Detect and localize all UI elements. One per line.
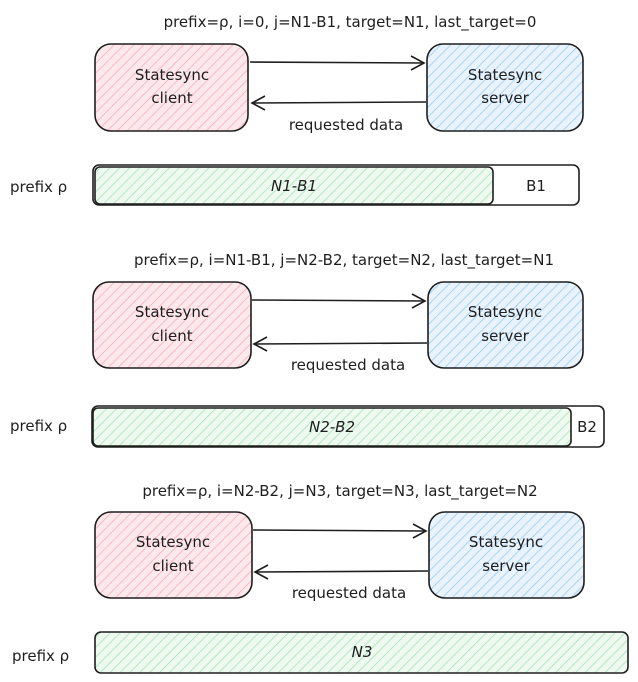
requested-data-label: requested data bbox=[289, 116, 403, 134]
request-arrow bbox=[251, 293, 427, 309]
stage-caption: prefix=ρ, i=0, j=N1-B1, target=N1, last_… bbox=[164, 13, 537, 32]
client-label-line1: Statesync bbox=[135, 66, 209, 84]
server-label-line2: server bbox=[481, 89, 529, 107]
server-label-line1: Statesync bbox=[468, 66, 542, 84]
statesync-client-box: Statesync client bbox=[92, 281, 252, 369]
stage-3: prefix=ρ, i=N2-B2, j=N3, target=N3, last… bbox=[12, 482, 629, 674]
server-label-line2: server bbox=[482, 557, 530, 575]
prefix-label: prefix ρ bbox=[12, 647, 69, 665]
server-label-line1: Statesync bbox=[469, 533, 543, 551]
stage-2: prefix=ρ, i=N1-B1, j=N2-B2, target=N2, l… bbox=[10, 251, 605, 448]
prefix-bar: N3 bbox=[94, 631, 629, 674]
prefix-bar: N1-B1 B1 bbox=[92, 164, 580, 206]
response-arrow bbox=[253, 564, 429, 580]
bar-remainder-label: B2 bbox=[577, 418, 597, 436]
stage-1: prefix=ρ, i=0, j=N1-B1, target=N1, last_… bbox=[10, 13, 584, 206]
requested-data-label: requested data bbox=[291, 356, 405, 374]
statesync-server-box: Statesync server bbox=[428, 511, 585, 599]
bar-segment-label: N2-B2 bbox=[309, 418, 355, 436]
stage-caption: prefix=ρ, i=N1-B1, j=N2-B2, target=N2, l… bbox=[134, 251, 554, 270]
stage-caption: prefix=ρ, i=N2-B2, j=N3, target=N3, last… bbox=[142, 482, 537, 501]
server-label-line1: Statesync bbox=[468, 303, 542, 321]
statesync-server-box: Statesync server bbox=[426, 43, 584, 132]
bar-segment-label: N1-B1 bbox=[271, 177, 317, 195]
response-arrow bbox=[250, 95, 427, 111]
statesync-server-box: Statesync server bbox=[427, 281, 584, 369]
bar-remainder-label: B1 bbox=[526, 177, 546, 195]
prefix-bar: N2-B2 B2 bbox=[91, 405, 605, 448]
statesync-client-box: Statesync client bbox=[94, 43, 249, 132]
statesync-client-box: Statesync client bbox=[94, 511, 253, 599]
response-arrow bbox=[252, 336, 428, 352]
requested-data-label: requested data bbox=[292, 584, 406, 602]
server-label-line2: server bbox=[481, 327, 529, 345]
client-label-line2: client bbox=[152, 557, 193, 575]
bar-segment-label: N3 bbox=[352, 643, 373, 661]
client-label-line2: client bbox=[151, 327, 192, 345]
request-arrow bbox=[252, 523, 428, 539]
request-arrow bbox=[249, 55, 426, 71]
client-label-line1: Statesync bbox=[136, 533, 210, 551]
prefix-label: prefix ρ bbox=[10, 178, 67, 196]
client-label-line1: Statesync bbox=[135, 303, 209, 321]
client-label-line2: client bbox=[151, 89, 192, 107]
prefix-label: prefix ρ bbox=[10, 417, 67, 435]
